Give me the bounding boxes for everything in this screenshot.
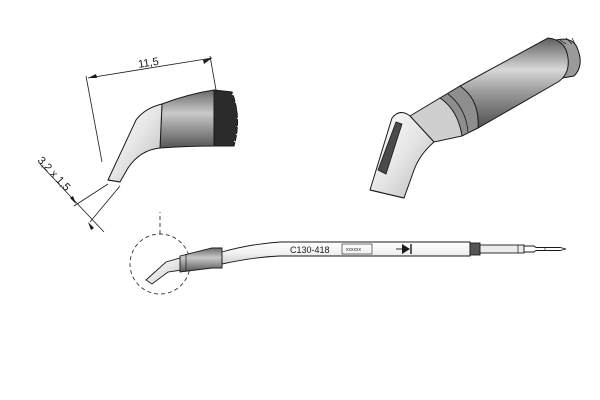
side-dark-band: [469, 242, 481, 256]
full-side-view: C130-418 xxxxxx: [129, 212, 567, 295]
perspective-collar: [439, 85, 479, 137]
length-extension-line-right: [209, 55, 217, 91]
tip-arrow-bottom: [88, 222, 94, 230]
tip-arrow-top: [70, 196, 76, 204]
serial-box: [341, 243, 373, 255]
perspective-chisel-tip: [369, 112, 435, 199]
side-rear-section: [479, 244, 525, 254]
length-dimension-label: 11,5: [137, 56, 159, 71]
tip-extension-line-top: [73, 183, 109, 207]
detail-cap-ribs: [231, 93, 241, 144]
perspective-taper: [409, 97, 463, 143]
perspective-main-cylinder: [459, 37, 569, 129]
length-arrow-right: [203, 58, 212, 64]
diode-arrow-icon: [396, 244, 412, 254]
perspective-tip-face: [377, 121, 403, 175]
detail-view: 11,5 3,2 x 1,5: [35, 55, 241, 233]
tip-dimension-label: 3,2 x 1,5: [35, 155, 73, 194]
detail-bent-tip: [107, 103, 163, 183]
length-extension-line-left: [85, 75, 103, 163]
tip-extension-line-bottom: [89, 185, 121, 223]
detail-sleeve: [159, 89, 215, 149]
side-bent-tip: [145, 257, 183, 285]
detail-knurled-cap: [213, 89, 238, 147]
perspective-view: [369, 37, 581, 199]
side-shaft: [221, 241, 471, 265]
length-arrow-left: [88, 74, 97, 78]
side-sleeve: [179, 247, 223, 273]
part-number-label: C130-418: [290, 245, 330, 255]
length-dimension-line: [87, 57, 213, 79]
serial-marking-label: xxxxxx: [346, 247, 362, 253]
